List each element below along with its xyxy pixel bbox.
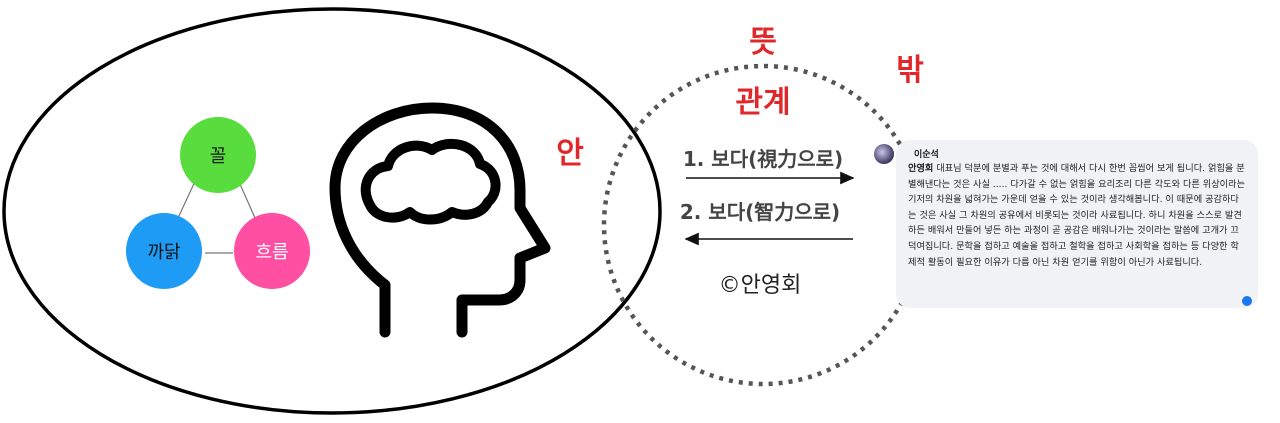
label-outside: 밖 (896, 53, 924, 88)
svg-text:흐름: 흐름 (255, 242, 288, 263)
inside-ellipse (2, 7, 662, 415)
head-with-brain-icon (329, 102, 551, 338)
step-two-label: 2. 보다(智力으로) (680, 200, 840, 224)
comment-mention[interactable]: 안영회 (908, 163, 934, 174)
comment-author[interactable]: 이순석 (914, 150, 939, 160)
label-meaning: 뜻 (749, 25, 777, 60)
commenter-avatar (874, 144, 894, 164)
svg-text:까닭: 까닭 (147, 242, 180, 263)
reaction-badge-icon[interactable] (1242, 296, 1252, 306)
copyright-label: ©안영회 (719, 273, 802, 298)
svg-text:꼴: 꼴 (210, 146, 227, 167)
comment-body: 안영회 대표님 덕분에 분별과 푸는 것에 대해서 다시 한번 꼽씹어 보게 됩… (908, 161, 1246, 270)
label-relation: 관계 (735, 85, 790, 120)
node-left: 까닭 (126, 213, 202, 289)
label-inside: 안 (556, 136, 584, 171)
comment-bubble: 이순석 안영회 대표님 덕분에 분별과 푸는 것에 대해서 다시 한번 꼽씹어 … (896, 140, 1258, 308)
step-one-label: 1. 보다(視力으로) (683, 147, 843, 171)
node-top: 꼴 (180, 117, 256, 193)
comment-text: 대표님 덕분에 분별과 푸는 것에 대해서 다시 한번 꼽씹어 보게 됩니다. … (908, 163, 1246, 268)
node-right: 흐름 (234, 213, 310, 289)
